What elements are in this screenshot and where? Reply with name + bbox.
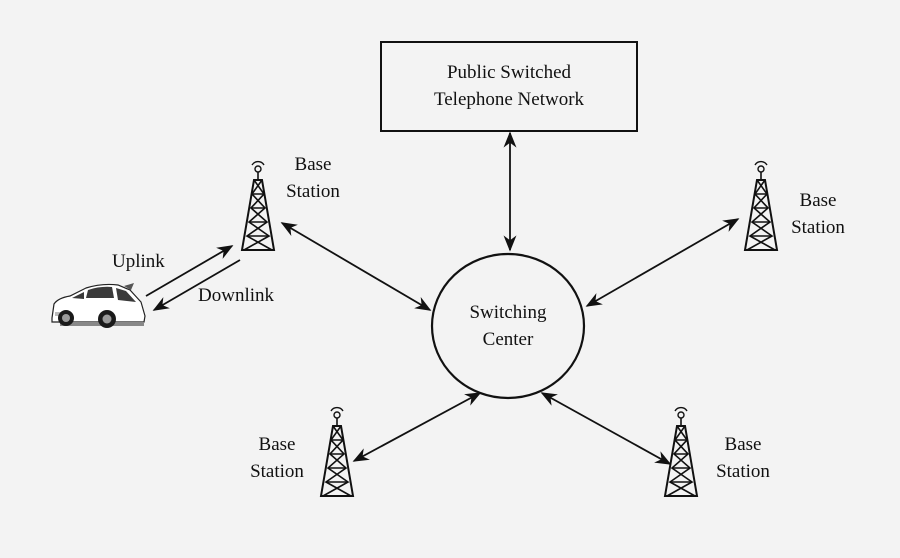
radio-tower-icon	[664, 406, 698, 497]
base-station-label-line1: Base	[294, 154, 332, 175]
base-station-label-line1: Base	[258, 434, 296, 455]
switching-center-label-line2: Center	[482, 329, 534, 350]
switching-center-circle	[430, 252, 586, 400]
pstn-label: Public Switched Telephone Network	[381, 59, 637, 113]
pstn-box	[380, 41, 638, 132]
base-station-label: Base Station	[773, 187, 863, 241]
uplink-label: Uplink	[112, 251, 165, 272]
bs2-switch-link	[585, 218, 740, 307]
bs1-switch-link	[280, 222, 432, 311]
base-station-label: Base Station	[232, 431, 322, 485]
bs4-switch-link	[540, 392, 672, 465]
bs3-switch-link	[352, 392, 482, 462]
base-station-label-line2: Station	[286, 181, 340, 202]
base-station-label: Base Station	[698, 431, 788, 485]
car-icon	[51, 283, 146, 328]
base-station-label: Base Station	[268, 151, 358, 205]
pstn-label-line1: Public Switched	[446, 62, 572, 83]
base-station-label-line1: Base	[724, 434, 762, 455]
switching-center-label: Switching Center	[432, 299, 584, 353]
pstn-label-line2: Telephone Network	[433, 89, 585, 110]
base-station-label-line2: Station	[716, 461, 770, 482]
switching-center-label-line1: Switching	[469, 302, 547, 323]
downlink-label: Downlink	[198, 285, 274, 306]
radio-tower-icon	[320, 406, 354, 497]
base-station-label-line2: Station	[250, 461, 304, 482]
uplink-arrow	[145, 245, 234, 297]
downlink-arrow	[152, 259, 241, 311]
base-station-label-line1: Base	[799, 190, 837, 211]
base-station-label-line2: Station	[791, 217, 845, 238]
